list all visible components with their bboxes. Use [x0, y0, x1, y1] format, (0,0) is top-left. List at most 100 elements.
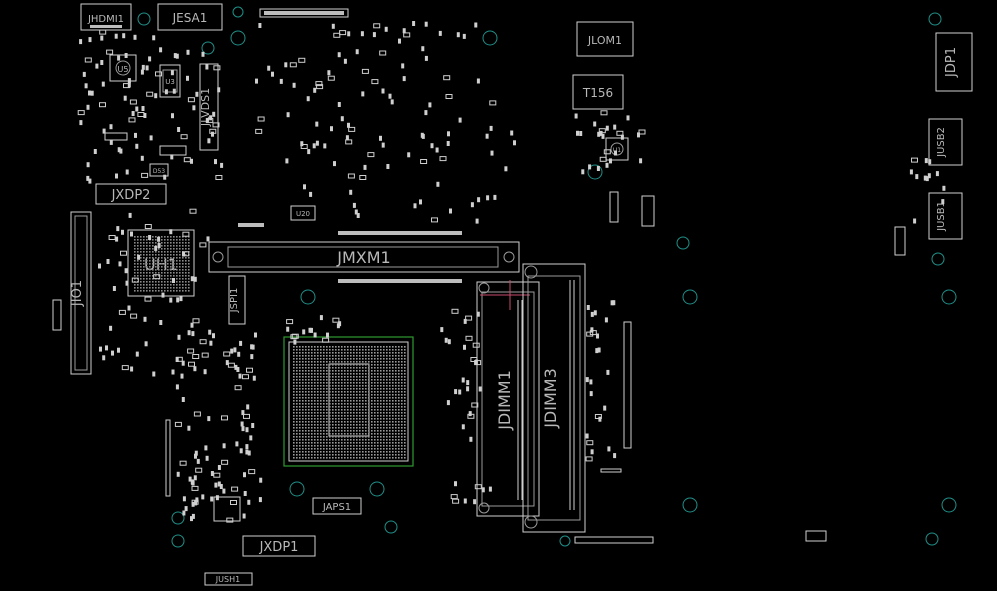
component-pad	[286, 112, 290, 118]
component-pad	[909, 169, 913, 175]
jush1-connector: JUSH1	[204, 572, 253, 586]
component-pad	[236, 367, 240, 372]
component-pad	[157, 243, 161, 248]
component-pad	[915, 174, 919, 180]
component-pad	[137, 112, 145, 117]
component-pad	[590, 311, 594, 317]
component-pad	[99, 102, 106, 108]
component-pad	[420, 159, 428, 164]
jlvds1-label: JLVDS1	[199, 88, 212, 127]
right-mid-part-2	[641, 195, 655, 227]
jxdp2-connector: JXDP2	[95, 183, 167, 205]
component-pad	[118, 261, 122, 267]
component-pad	[302, 329, 306, 335]
component-pad	[243, 413, 250, 419]
jspi1-label: JSPI1	[229, 288, 240, 314]
component-pad	[574, 113, 578, 119]
component-pad	[481, 487, 485, 493]
component-pad	[127, 78, 131, 84]
component-pad	[124, 268, 128, 274]
component-pad	[285, 158, 289, 164]
jhdmi1-connector: JHDMI1	[80, 3, 132, 31]
jxdp1-label: JXDP1	[259, 540, 299, 555]
component-pad	[121, 365, 129, 371]
component-pad	[354, 209, 358, 215]
component-pad	[144, 224, 152, 229]
jspi1-connector: JSPI1	[228, 275, 246, 325]
component-pad	[333, 32, 341, 38]
jlvds1-connector: JLVDS1	[199, 63, 219, 151]
component-pad	[596, 166, 600, 171]
jxdp1-connector: JXDP1	[242, 535, 316, 557]
component-pad	[186, 75, 189, 81]
component-pad	[187, 425, 191, 431]
jusb1-label: JUSB1	[936, 201, 947, 232]
component-pad	[186, 49, 190, 55]
component-pad	[101, 81, 105, 87]
component-pad	[367, 152, 375, 158]
component-pad	[120, 250, 127, 256]
component-pad	[381, 142, 385, 148]
component-pad	[292, 82, 296, 88]
small-part-1	[104, 132, 128, 141]
component-pad	[361, 91, 365, 97]
component-pad	[191, 513, 195, 519]
component-pad	[424, 55, 428, 61]
component-pad	[925, 176, 929, 182]
component-pad	[169, 229, 173, 235]
component-pad	[347, 122, 350, 128]
component-pad	[124, 53, 128, 58]
component-pad	[130, 231, 133, 237]
component-pad	[88, 37, 92, 43]
component-pad	[474, 359, 478, 365]
component-pad	[935, 171, 939, 177]
component-pad	[467, 413, 475, 419]
component-pad	[469, 436, 473, 442]
jesa1-connector: JESA1	[157, 3, 223, 31]
component-pad	[472, 342, 480, 348]
component-pad	[205, 64, 209, 70]
component-pad	[242, 513, 246, 519]
mounting-holes	[137, 6, 957, 548]
component-pad	[209, 115, 213, 121]
component-pad	[258, 23, 262, 28]
component-pad	[349, 189, 353, 195]
component-pad	[79, 39, 83, 45]
component-pad	[219, 484, 223, 489]
component-pad	[109, 124, 113, 130]
component-pad	[117, 55, 121, 61]
component-pad	[316, 84, 324, 90]
component-pad	[600, 110, 608, 116]
component-pad	[449, 208, 452, 214]
component-pad	[286, 326, 290, 332]
component-pad	[187, 97, 195, 103]
component-pad	[190, 158, 193, 164]
component-pad	[135, 143, 139, 149]
component-pad	[204, 445, 208, 451]
component-pad	[468, 411, 472, 417]
t156-part: T156	[572, 74, 624, 110]
component-pad	[576, 130, 579, 136]
component-pad	[363, 164, 367, 170]
component-pad	[238, 373, 242, 379]
component-pad	[300, 144, 308, 149]
component-pad	[182, 251, 185, 257]
jio1-connector: JIO1	[70, 211, 92, 375]
component-pad	[463, 498, 467, 504]
component-pad	[217, 465, 221, 470]
component-pad	[490, 150, 494, 156]
jdimm3-label: JDIMM3	[541, 368, 560, 429]
component-pad	[82, 71, 86, 77]
component-pad	[337, 52, 341, 58]
component-pad	[407, 152, 411, 158]
component-pad	[243, 472, 246, 478]
component-pad	[161, 292, 165, 298]
component-pad	[212, 333, 215, 339]
component-pad	[205, 455, 209, 461]
component-pad	[159, 47, 163, 53]
component-pad	[212, 122, 220, 128]
component-pad	[128, 117, 136, 123]
component-pad	[593, 310, 597, 316]
component-pad	[303, 184, 306, 190]
component-pad	[428, 102, 432, 108]
